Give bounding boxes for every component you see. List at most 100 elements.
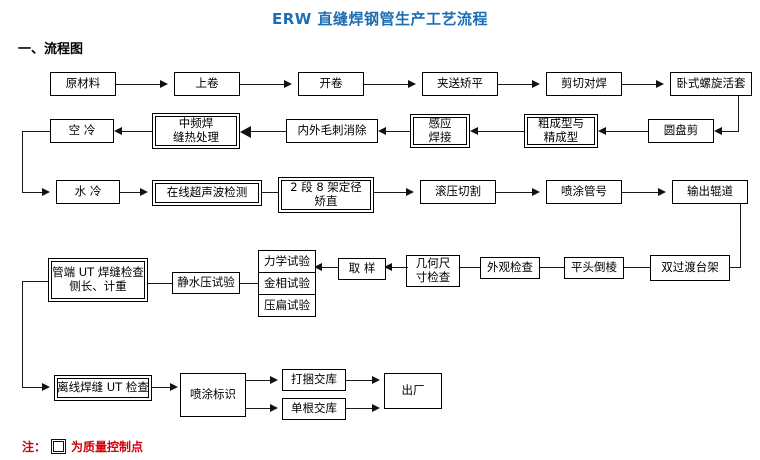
- connector-arrow: [270, 404, 278, 412]
- connector-arrow: [656, 80, 664, 88]
- connector-line: [478, 131, 524, 132]
- connector-line: [722, 131, 739, 132]
- connector-line: [140, 283, 172, 284]
- node-double-transfer-rack[interactable]: 双过渡台架: [650, 255, 730, 281]
- connector-line: [322, 267, 338, 268]
- section-subtitle: 一、流程图: [18, 42, 84, 57]
- node-single-delivery[interactable]: 单根交库: [282, 398, 346, 420]
- connector-arrow: [42, 383, 50, 391]
- connector-arrow: [114, 127, 122, 135]
- connector-line: [22, 192, 44, 193]
- node-roll-cutting[interactable]: 滚压切割: [420, 180, 496, 204]
- node-shear-welding[interactable]: 剪切对焊: [546, 72, 622, 96]
- connector-line: [346, 408, 376, 409]
- node-horizontal-spiral-accumulator[interactable]: 卧式螺旋活套: [670, 72, 752, 96]
- node-water-cooling[interactable]: 水 冷: [56, 180, 120, 204]
- connector-arrow: [470, 127, 478, 135]
- connector-arrow: [532, 188, 540, 196]
- node-raw-material[interactable]: 原材料: [50, 72, 116, 96]
- legend-note: 注： 为质量控制点: [22, 438, 143, 455]
- connector-line: [364, 84, 412, 85]
- connector-line: [248, 131, 286, 132]
- connector-arrow: [378, 127, 386, 135]
- connector-line: [386, 131, 410, 132]
- node-pinch-leveling[interactable]: 夹送矫平: [422, 72, 498, 96]
- connector-line: [120, 192, 144, 193]
- node-rough-fine-forming[interactable]: 粗成型与 精成型: [524, 114, 598, 148]
- legend-text: 为质量控制点: [71, 440, 144, 454]
- connector-line: [442, 267, 480, 268]
- connector-arrow: [170, 383, 178, 391]
- connector-line: [740, 204, 741, 267]
- connector-arrow: [372, 404, 380, 412]
- connector-line: [722, 267, 741, 268]
- connector-arrow: [270, 376, 278, 384]
- connector-line: [222, 283, 258, 284]
- node-output-roller-table[interactable]: 输出辊道: [672, 180, 748, 204]
- connector-line: [22, 281, 23, 387]
- connector-line: [374, 192, 410, 193]
- double-square-icon: [51, 439, 67, 454]
- node-marking-spraying[interactable]: 喷涂标识: [180, 373, 246, 417]
- node-sizing-straightening[interactable]: 2 段 8 架定径 矫直: [278, 177, 374, 213]
- node-facing-beveling[interactable]: 平头倒棱: [564, 257, 624, 279]
- node-weld-seam-heat-treatment[interactable]: 中频焊 缝热处理: [152, 113, 240, 149]
- connector-arrow: [240, 126, 251, 138]
- connector-line: [610, 267, 650, 268]
- connector-line: [22, 387, 44, 388]
- connector-line: [496, 192, 536, 193]
- node-online-ultrasonic-test[interactable]: 在线超声波检测: [152, 180, 262, 206]
- node-delivery-out[interactable]: 出厂: [384, 373, 442, 409]
- node-burr-removal[interactable]: 内外毛刺消除: [286, 119, 378, 143]
- connector-line: [122, 131, 152, 132]
- node-pipe-end-ut-inspection[interactable]: 管端 UT 焊缝检查 侧长、计重: [48, 258, 148, 302]
- node-dimension-inspection[interactable]: 几何尺 寸检查: [406, 255, 460, 287]
- connector-line: [22, 281, 48, 282]
- connector-line: [528, 267, 564, 268]
- connector-arrow: [658, 188, 666, 196]
- connector-line: [240, 84, 288, 85]
- connector-line: [262, 192, 290, 193]
- node-induction-welding[interactable]: 感应 焊接: [410, 114, 470, 148]
- node-metallographic-test[interactable]: 金相试验: [258, 272, 316, 295]
- connector-line: [22, 131, 50, 132]
- node-pipe-number-spraying[interactable]: 喷涂管号: [546, 180, 622, 204]
- page-title: ERW 直缝焊钢管生产工艺流程: [271, 10, 489, 28]
- node-mechanical-test[interactable]: 力学试验: [258, 250, 316, 273]
- connector-line: [392, 267, 408, 268]
- node-uncoiling-load[interactable]: 上卷: [174, 72, 240, 96]
- node-sampling[interactable]: 取 样: [338, 258, 386, 280]
- connector-arrow: [160, 80, 168, 88]
- node-uncoiling[interactable]: 开卷: [298, 72, 364, 96]
- connector-line: [622, 84, 660, 85]
- node-flattening-test[interactable]: 压扁试验: [258, 294, 316, 317]
- node-appearance-inspection[interactable]: 外观检查: [480, 257, 540, 279]
- connector-line: [246, 380, 274, 381]
- connector-line: [346, 380, 376, 381]
- connector-arrow: [408, 80, 416, 88]
- connector-arrow: [406, 188, 414, 196]
- node-disc-shear[interactable]: 圆盘剪: [648, 119, 714, 143]
- connector-line: [622, 192, 662, 193]
- connector-arrow: [372, 376, 380, 384]
- node-offline-weld-ut-inspection[interactable]: 离线焊缝 UT 检查: [54, 375, 152, 401]
- connector-arrow: [532, 80, 540, 88]
- connector-line: [246, 408, 274, 409]
- connector-line: [606, 131, 648, 132]
- connector-arrow: [42, 188, 50, 196]
- connector-line: [738, 96, 739, 132]
- connector-arrow: [284, 80, 292, 88]
- connector-line: [22, 131, 23, 192]
- node-bundle-delivery[interactable]: 打捆交库: [282, 369, 346, 391]
- node-hydrostatic-test[interactable]: 静水压试验: [172, 272, 240, 294]
- connector-line: [152, 387, 174, 388]
- node-air-cooling[interactable]: 空 冷: [50, 119, 114, 143]
- connector-arrow: [598, 127, 606, 135]
- connector-arrow: [714, 127, 722, 135]
- legend-prefix: 注：: [22, 440, 47, 454]
- connector-arrow: [384, 263, 392, 271]
- connector-arrow: [314, 263, 322, 271]
- connector-line: [116, 84, 164, 85]
- connector-line: [498, 84, 536, 85]
